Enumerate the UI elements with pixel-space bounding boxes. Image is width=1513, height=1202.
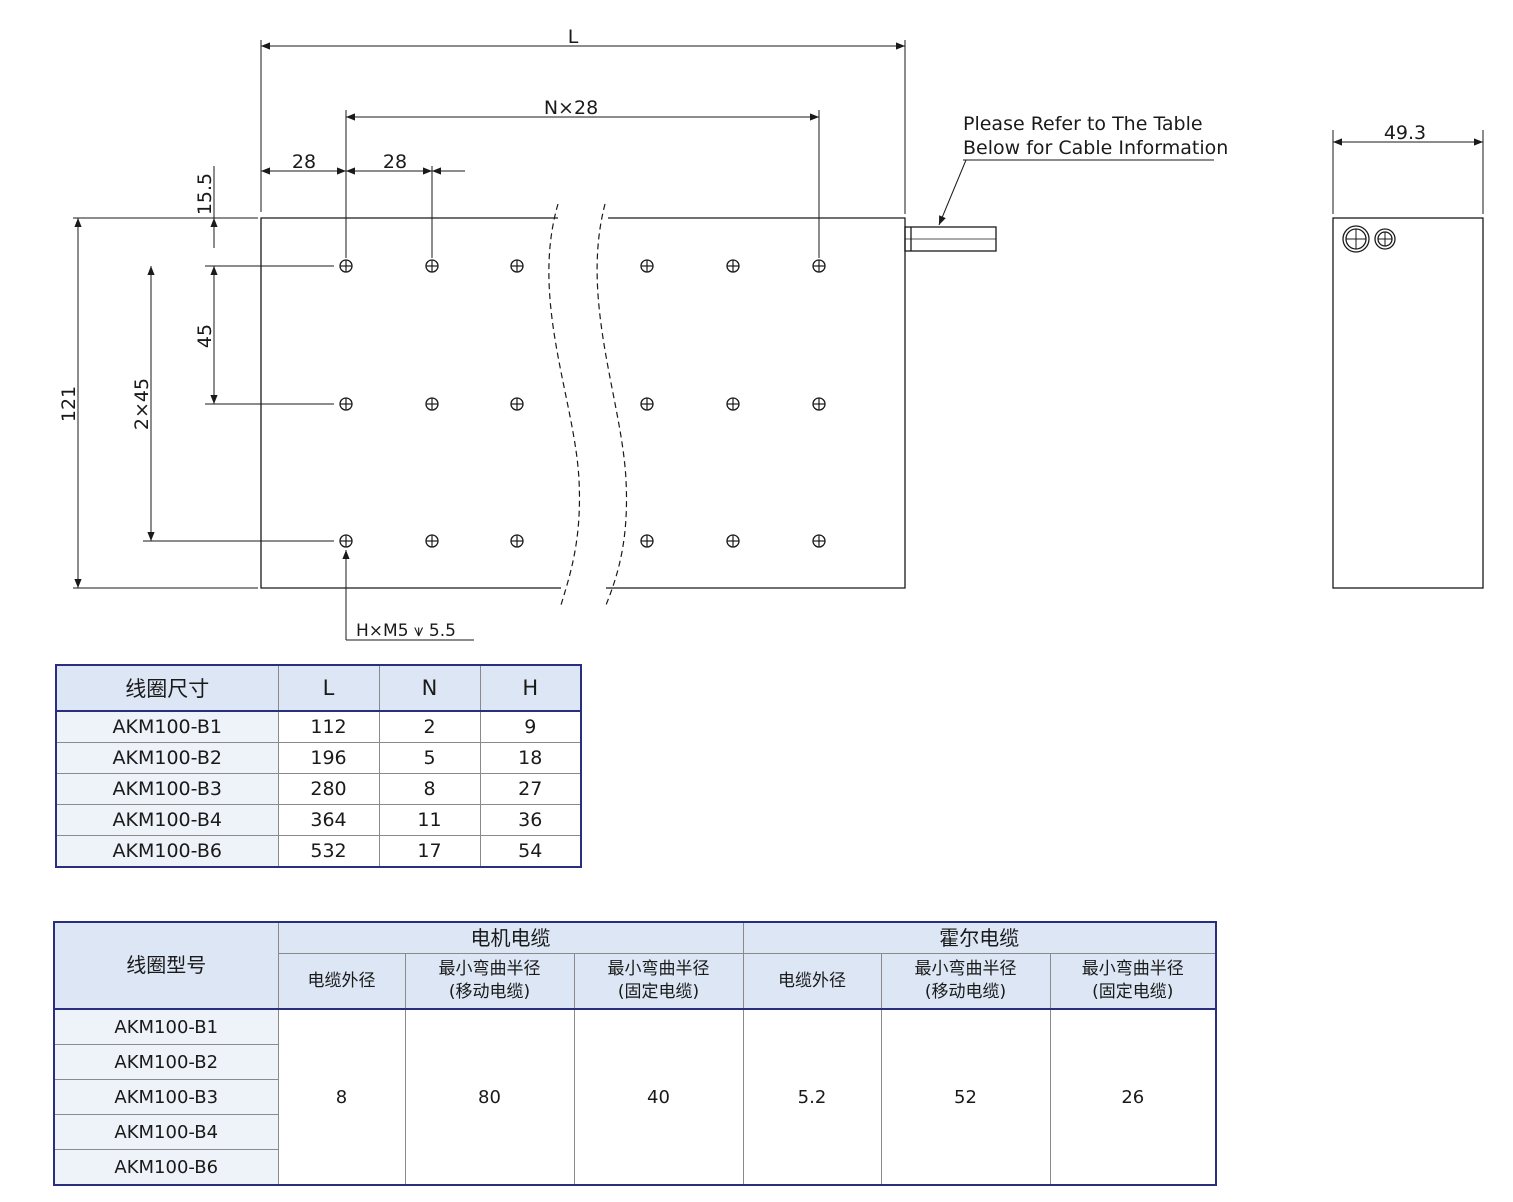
cell-model: AKM100-B2	[53, 1044, 279, 1080]
table-row: AKM100-B3 280 8 27	[55, 773, 582, 805]
cell-model: AKM100-B6	[55, 835, 279, 868]
dim-L: L	[568, 26, 579, 48]
break-lines	[548, 203, 628, 606]
table-row: AKM100-B1 112 2 9	[55, 710, 582, 743]
cell-H: 54	[479, 835, 582, 868]
cell-N: 8	[378, 773, 481, 805]
header-coil-size: 线圈尺寸	[55, 664, 279, 712]
header-H: H	[479, 664, 582, 712]
cable-note-line1: Please Refer to The Table	[963, 113, 1203, 135]
cable-stub	[904, 226, 997, 252]
table-row: AKM100-B2 196 5 18	[55, 742, 582, 774]
cell-L: 196	[277, 742, 380, 774]
cable-leader	[938, 159, 1214, 226]
dim-N-pitch: N×28	[544, 97, 598, 119]
cell-model: AKM100-B1	[53, 1008, 279, 1045]
header-hall-bend-fixed: 最小弯曲半径 (固定电缆)	[1049, 953, 1217, 1010]
header-hall-bend-moving: 最小弯曲半径 (移动电缆)	[880, 953, 1051, 1010]
cell-hall-bend-fixed: 26	[1049, 1008, 1217, 1186]
extension-lines	[73, 40, 906, 589]
header-line: 最小弯曲半径	[914, 959, 1017, 979]
cable-info-table: 线圈型号 电机电缆 霍尔电缆 电缆外径 最小弯曲半径 (移动电缆) 最小弯曲半径 (…	[53, 921, 1218, 1186]
header-line: (固定电缆)	[617, 982, 700, 1002]
mounting-holes	[339, 259, 826, 548]
cell-model: AKM100-B6	[53, 1149, 279, 1186]
header-motor-cable: 电机电缆	[277, 921, 744, 954]
cell-model: AKM100-B3	[55, 773, 279, 805]
header-L: L	[277, 664, 380, 712]
cell-N: 11	[378, 804, 481, 836]
header-coil-model: 线圈型号	[53, 921, 279, 1010]
header-line: 最小弯曲半径	[1081, 959, 1184, 979]
cell-motor-bend-moving: 80	[404, 1008, 575, 1186]
cell-N: 5	[378, 742, 481, 774]
cell-N: 17	[378, 835, 481, 868]
hole-callout: H×M5 ⩛ 5.5	[356, 621, 456, 641]
header-line: (移动电缆)	[924, 982, 1007, 1002]
cell-motor-bend-fixed: 40	[573, 1008, 744, 1186]
dim-rows-total: 2×45	[131, 378, 153, 430]
cell-L: 112	[277, 710, 380, 743]
header-motor-bend-moving: 最小弯曲半径 (移动电缆)	[404, 953, 575, 1010]
table-row: AKM100-B3	[53, 1079, 1216, 1115]
coil-body-outline	[260, 217, 906, 589]
cell-H: 27	[479, 773, 582, 805]
cell-model: AKM100-B4	[53, 1114, 279, 1150]
dimension-lines	[74, 42, 1483, 588]
cell-model: AKM100-B4	[55, 804, 279, 836]
dim-row-pitch: 45	[194, 324, 216, 348]
table-header-row: 线圈尺寸 L N H	[55, 664, 582, 712]
table-row: AKM100-B1 8 80 40 5.2 52 26	[53, 1008, 1217, 1186]
header-motor-cable-od: 电缆外径	[277, 953, 406, 1010]
table-row: AKM100-B4 364 11 36	[55, 804, 582, 836]
header-hall-cable: 霍尔电缆	[742, 921, 1217, 954]
cell-L: 364	[277, 804, 380, 836]
cell-N: 2	[378, 710, 481, 743]
cell-L: 280	[277, 773, 380, 805]
cell-H: 36	[479, 804, 582, 836]
cell-model: AKM100-B1	[55, 710, 279, 743]
dim-first-pitch: 28	[292, 151, 316, 173]
cell-model: AKM100-B2	[55, 742, 279, 774]
cell-L: 532	[277, 835, 380, 868]
cable-note-line2: Below for Cable Information	[963, 137, 1228, 159]
header-line: (移动电缆)	[448, 982, 531, 1002]
cell-H: 18	[479, 742, 582, 774]
table-row: AKM100-B6 532 17 54	[55, 835, 582, 868]
dim-hole-pitch: 28	[383, 151, 407, 173]
header-line: 最小弯曲半径	[607, 959, 710, 979]
cell-hall-bend-moving: 52	[880, 1008, 1051, 1186]
cell-model: AKM100-B3	[53, 1079, 279, 1115]
dim-side-width: 49.3	[1384, 122, 1426, 144]
header-line: (固定电缆)	[1092, 982, 1174, 1002]
dim-height: 121	[58, 386, 80, 422]
header-hall-cable-od: 电缆外径	[742, 953, 882, 1010]
cell-motor-od: 8	[277, 1008, 406, 1186]
header-motor-bend-fixed: 最小弯曲半径 (固定电缆)	[573, 953, 744, 1010]
table-group-header-row: 线圈型号 电机电缆 霍尔电缆	[53, 921, 1217, 1010]
table-row: AKM100-B6	[53, 1149, 1216, 1186]
dim-top-offset: 15.5	[194, 173, 216, 215]
dimension-drawing: L N×28 28 28 15.5 45 2×45 121 Please Ref…	[58, 26, 1484, 641]
coil-size-table: 线圈尺寸 L N H AKM100-B1 112 2 9 AKM100-B2 1…	[55, 664, 582, 868]
side-view	[1332, 130, 1484, 589]
header-N: N	[378, 664, 481, 712]
header-line: 最小弯曲半径	[438, 959, 541, 979]
cell-hall-od: 5.2	[742, 1008, 882, 1186]
hole-leader	[342, 550, 474, 641]
cell-H: 9	[479, 710, 582, 743]
table-row: AKM100-B4	[53, 1114, 1216, 1150]
table-sub-header-row: 电缆外径 最小弯曲半径 (移动电缆) 最小弯曲半径 (固定电缆) 电缆外径 最小弯曲…	[54, 953, 1217, 1010]
